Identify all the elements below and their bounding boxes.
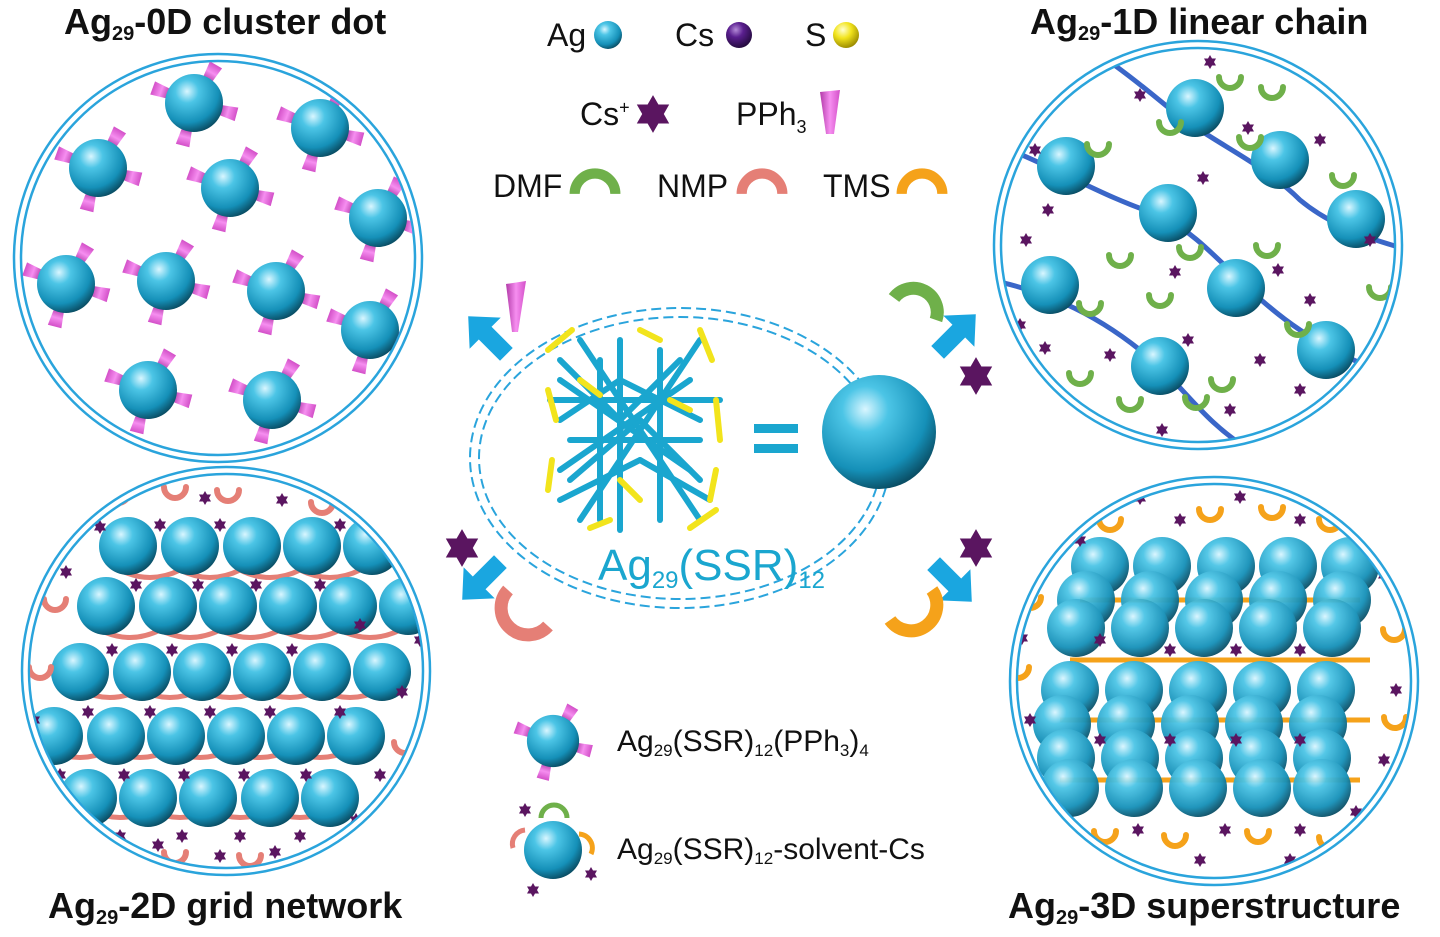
legend-1-c: (PPh [773,725,840,758]
legend-1-s2: 12 [754,741,774,760]
equals-sign [754,424,798,453]
key-cs-label: Cs [675,17,715,53]
title-0d-suffix: -0D cluster dot [134,1,387,42]
key-ligands [569,90,948,195]
title-3d-sub: 29 [1056,907,1079,929]
center-formula-prefix: Ag [598,541,652,590]
dmf-reagent-icon [888,281,944,323]
legend-1-a: Ag [617,725,654,758]
key-tms-label: TMS [823,168,891,204]
arrow-to-0d [452,281,526,370]
cluster-sphere-icon [822,375,936,489]
arrow-to-2d [445,529,553,642]
center-formula-sub2: 12 [798,567,826,594]
key-dmf-label: DMF [493,168,563,204]
title-1d-sub: 29 [1078,23,1101,45]
arrow-to-1d [888,281,993,395]
title-3d-superstructure: Ag29-3D superstructure [1008,885,1401,929]
key-atoms [594,21,859,49]
legend-solvent-cluster-label: Ag29(SSR)12-solvent-Cs [617,833,925,868]
legend-pph3-cluster-label: Ag29(SSR)12(PPh3)4 [617,725,869,760]
legend-2-s2: 12 [754,849,774,868]
cluster-structure-icon [545,327,723,533]
cs-ion-reagent-icon [445,529,479,567]
key-ag-label: Ag [547,17,587,53]
nmp-swatch [736,168,788,195]
center-formula: Ag29(SSR)12 [598,544,825,593]
cs-atom-swatch [726,22,752,48]
key-cs-ion-label: Cs+ [580,98,630,130]
dmf-swatch [569,168,621,195]
panel-0d-cluster-dot [12,52,424,464]
key-s-label: S [805,17,827,53]
title-0d-cluster-dot: Ag29-0D cluster dot [64,1,387,45]
key-pph3-label: PPh3 [736,98,807,136]
title-1d-suffix: -1D linear chain [1100,1,1369,42]
title-1d-prefix: Ag [1030,1,1078,42]
legend-1-s4: 4 [859,741,869,760]
panel-1d-linear-chain [992,39,1404,451]
tms-swatch [896,168,948,195]
pph3-swatch [820,90,840,134]
legend-1-s3: 3 [839,741,850,760]
panel-3d-superstructure [1008,475,1420,887]
title-3d-prefix: Ag [1008,885,1056,926]
center-cluster [469,307,936,609]
legend-2-a: Ag [617,833,654,866]
title-2d-grid-network: Ag29-2D grid network [48,885,403,929]
center-formula-sub1: 29 [651,567,679,594]
cs-ion-reagent-icon [959,357,993,395]
legend-icon-pph3-cluster [514,704,593,781]
key-nmp-label: NMP [657,168,729,204]
key-pph3-sub: 3 [796,117,807,137]
legend-2-s1: 29 [653,849,673,868]
legend-1-b: (SSR) [672,725,755,758]
title-2d-prefix: Ag [48,885,96,926]
key-cs-ion-charge: + [619,97,630,118]
title-2d-suffix: -2D grid network [118,885,403,926]
cs-ion-reagent-icon [959,529,993,567]
legend-icon-solvent-cluster [509,802,597,897]
title-0d-sub: 29 [112,23,135,45]
s-atom-swatch [833,22,859,48]
legend-1-d: ) [849,725,860,758]
title-2d-sub: 29 [96,907,119,929]
arrow-to-3d [884,529,993,638]
key-cs-ion-text: Cs [580,96,620,132]
ag-atom-swatch [594,21,622,49]
nmp-reagent-icon [494,585,553,642]
cs-ion-swatch [636,95,670,133]
legend-2-b: (SSR) [672,833,755,866]
center-formula-mid: (SSR) [678,541,799,590]
title-3d-suffix: -3D superstructure [1078,885,1401,926]
key-pph3-text: PPh [736,96,797,132]
legend-2-c: -solvent-Cs [773,833,925,866]
legend-1-s1: 29 [653,741,673,760]
pph3-reagent-icon [506,281,526,332]
panel-2d-grid-network [20,465,432,877]
title-0d-prefix: Ag [64,1,112,42]
title-1d-linear-chain: Ag29-1D linear chain [1030,1,1369,45]
tms-reagent-icon [884,586,944,638]
